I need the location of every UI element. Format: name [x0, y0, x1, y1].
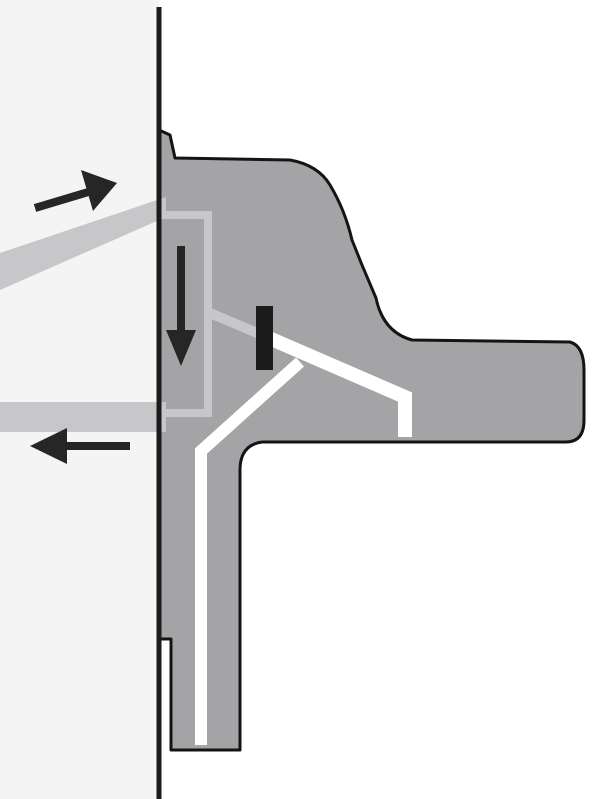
arrow-up-right-icon	[33, 170, 117, 212]
bottom-slot	[159, 645, 168, 750]
outgoing-path	[0, 402, 166, 432]
component-body	[157, 128, 586, 752]
black-marker	[256, 306, 273, 370]
white-channel-upper	[259, 328, 412, 437]
arrow-left-icon	[30, 428, 130, 464]
diagonal-light-path	[208, 308, 264, 340]
internal-loop-path	[148, 211, 212, 417]
wall-panel	[0, 0, 159, 799]
arrow-down-icon	[166, 246, 196, 366]
incoming-path	[0, 197, 166, 290]
white-channel-lower	[195, 357, 305, 745]
